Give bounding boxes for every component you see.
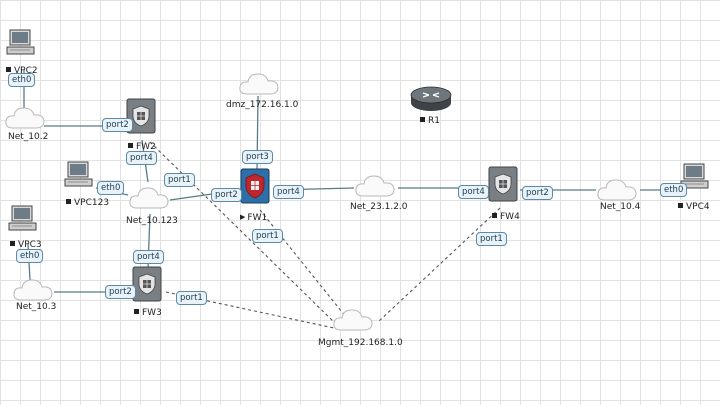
network-net-10-4[interactable]: Net_10.4 bbox=[596, 176, 644, 216]
device-label: ▶FW1 bbox=[240, 212, 267, 224]
cloud-icon bbox=[13, 279, 53, 301]
port-label-fw3-port4[interactable]: port4 bbox=[133, 250, 164, 264]
port-label-fw3-port1[interactable]: port1 bbox=[176, 291, 207, 305]
stopped-status-icon bbox=[420, 117, 425, 122]
stopped-status-icon bbox=[128, 143, 133, 148]
link-fw2-mgmt[interactable] bbox=[149, 141, 339, 327]
device-name: VPC123 bbox=[74, 198, 110, 208]
device-vpc123[interactable]: VPC123 bbox=[64, 160, 114, 212]
network-label: Net_23.1.2.0 bbox=[350, 202, 408, 212]
device-label: VPC123 bbox=[66, 198, 109, 209]
device-name: FW1 bbox=[247, 213, 268, 223]
port-label-fw3-port2[interactable]: port2 bbox=[105, 285, 136, 299]
network-mgmt[interactable]: Mgmt_192.168.1.0 bbox=[318, 306, 403, 350]
network-label: Net_10.3 bbox=[16, 302, 57, 312]
desktop-pc-icon bbox=[64, 161, 93, 187]
device-fw2[interactable]: FW2 bbox=[126, 98, 160, 154]
desktop-pc-icon bbox=[6, 29, 35, 55]
device-label: VPC4 bbox=[678, 202, 710, 213]
firewall-icon bbox=[132, 266, 162, 302]
cloud-icon bbox=[597, 179, 637, 201]
stopped-status-icon bbox=[492, 213, 497, 218]
network-net-10-3[interactable]: Net_10.3 bbox=[12, 276, 60, 316]
device-fw4[interactable]: FW4 bbox=[488, 166, 522, 222]
device-name: VPC2 bbox=[14, 66, 38, 76]
port-label-fw4-port1[interactable]: port1 bbox=[476, 232, 507, 246]
network-dmz[interactable]: dmz_172.16.1.0 bbox=[222, 70, 302, 110]
cloud-icon bbox=[5, 107, 45, 129]
link-fw3-mgmt[interactable] bbox=[165, 291, 335, 329]
port-label-fw1-port3[interactable]: port3 bbox=[242, 150, 273, 164]
port-label-vpc3-eth0[interactable]: eth0 bbox=[16, 249, 44, 263]
firewall-icon bbox=[240, 168, 270, 204]
device-fw1[interactable]: ▶FW1 bbox=[238, 168, 274, 224]
port-label-fw2-port4[interactable]: port4 bbox=[126, 151, 157, 165]
network-net-10-2[interactable]: Net_10.2 bbox=[4, 104, 48, 144]
device-label: FW2 bbox=[128, 142, 156, 153]
device-name: R1 bbox=[428, 116, 440, 126]
port-label-fw2-port2[interactable]: port2 bbox=[102, 118, 133, 132]
device-name: FW4 bbox=[500, 212, 520, 222]
device-name: FW2 bbox=[136, 142, 156, 152]
port-label-fw2-port1[interactable]: port1 bbox=[164, 173, 195, 187]
network-label: dmz_172.16.1.0 bbox=[226, 100, 299, 110]
device-label: VPC3 bbox=[10, 240, 42, 251]
device-vpc4[interactable]: VPC4 bbox=[678, 162, 718, 214]
port-label-fw4-port2[interactable]: port2 bbox=[522, 186, 553, 200]
device-label: R1 bbox=[420, 116, 440, 127]
port-label-vpc123-eth0[interactable]: eth0 bbox=[97, 181, 125, 195]
mgmt-links bbox=[149, 141, 501, 329]
network-label: Net_10.2 bbox=[8, 132, 49, 142]
device-name: FW3 bbox=[142, 308, 162, 318]
stopped-status-icon bbox=[66, 199, 71, 204]
desktop-pc-icon bbox=[680, 163, 709, 189]
network-label: Net_10.4 bbox=[600, 202, 641, 212]
stopped-status-icon bbox=[134, 309, 139, 314]
cloud-icon bbox=[355, 175, 395, 197]
device-r1[interactable]: R1 bbox=[408, 86, 454, 130]
firewall-icon bbox=[126, 98, 156, 134]
firewall-icon bbox=[488, 166, 518, 202]
device-label: FW4 bbox=[492, 212, 520, 223]
device-vpc2[interactable]: VPC2 bbox=[4, 28, 44, 78]
network-label: Mgmt_192.168.1.0 bbox=[318, 338, 403, 348]
port-label-fw1-port2[interactable]: port2 bbox=[211, 188, 242, 202]
port-label-fw4-port4[interactable]: port4 bbox=[458, 185, 489, 199]
router-icon bbox=[410, 86, 452, 111]
network-net-23[interactable]: Net_23.1.2.0 bbox=[350, 172, 410, 216]
device-label: FW3 bbox=[134, 308, 162, 319]
port-label-vpc2-eth0[interactable]: eth0 bbox=[8, 73, 36, 87]
port-label-fw1-port1[interactable]: port1 bbox=[252, 229, 283, 243]
desktop-pc-icon bbox=[8, 205, 37, 231]
device-label: VPC2 bbox=[6, 66, 38, 77]
device-name: VPC3 bbox=[18, 240, 42, 250]
stopped-status-icon bbox=[678, 203, 683, 208]
link-fw4-mgmt[interactable] bbox=[377, 207, 501, 323]
port-label-fw1-port4[interactable]: port4 bbox=[273, 185, 304, 199]
cloud-icon bbox=[333, 309, 373, 331]
network-label: Net_10.123 bbox=[126, 216, 178, 226]
cloud-icon bbox=[239, 73, 279, 95]
device-fw3[interactable]: FW3 bbox=[132, 266, 166, 322]
port-label-vpc4-eth0[interactable]: eth0 bbox=[660, 183, 688, 197]
stopped-status-icon bbox=[6, 67, 11, 72]
network-net-10-123[interactable]: Net_10.123 bbox=[126, 184, 186, 228]
running-status-icon: ▶ bbox=[240, 213, 246, 221]
device-vpc3[interactable]: VPC3 bbox=[6, 204, 46, 250]
cloud-icon bbox=[129, 187, 169, 209]
device-name: VPC4 bbox=[686, 202, 710, 212]
stopped-status-icon bbox=[10, 241, 15, 246]
